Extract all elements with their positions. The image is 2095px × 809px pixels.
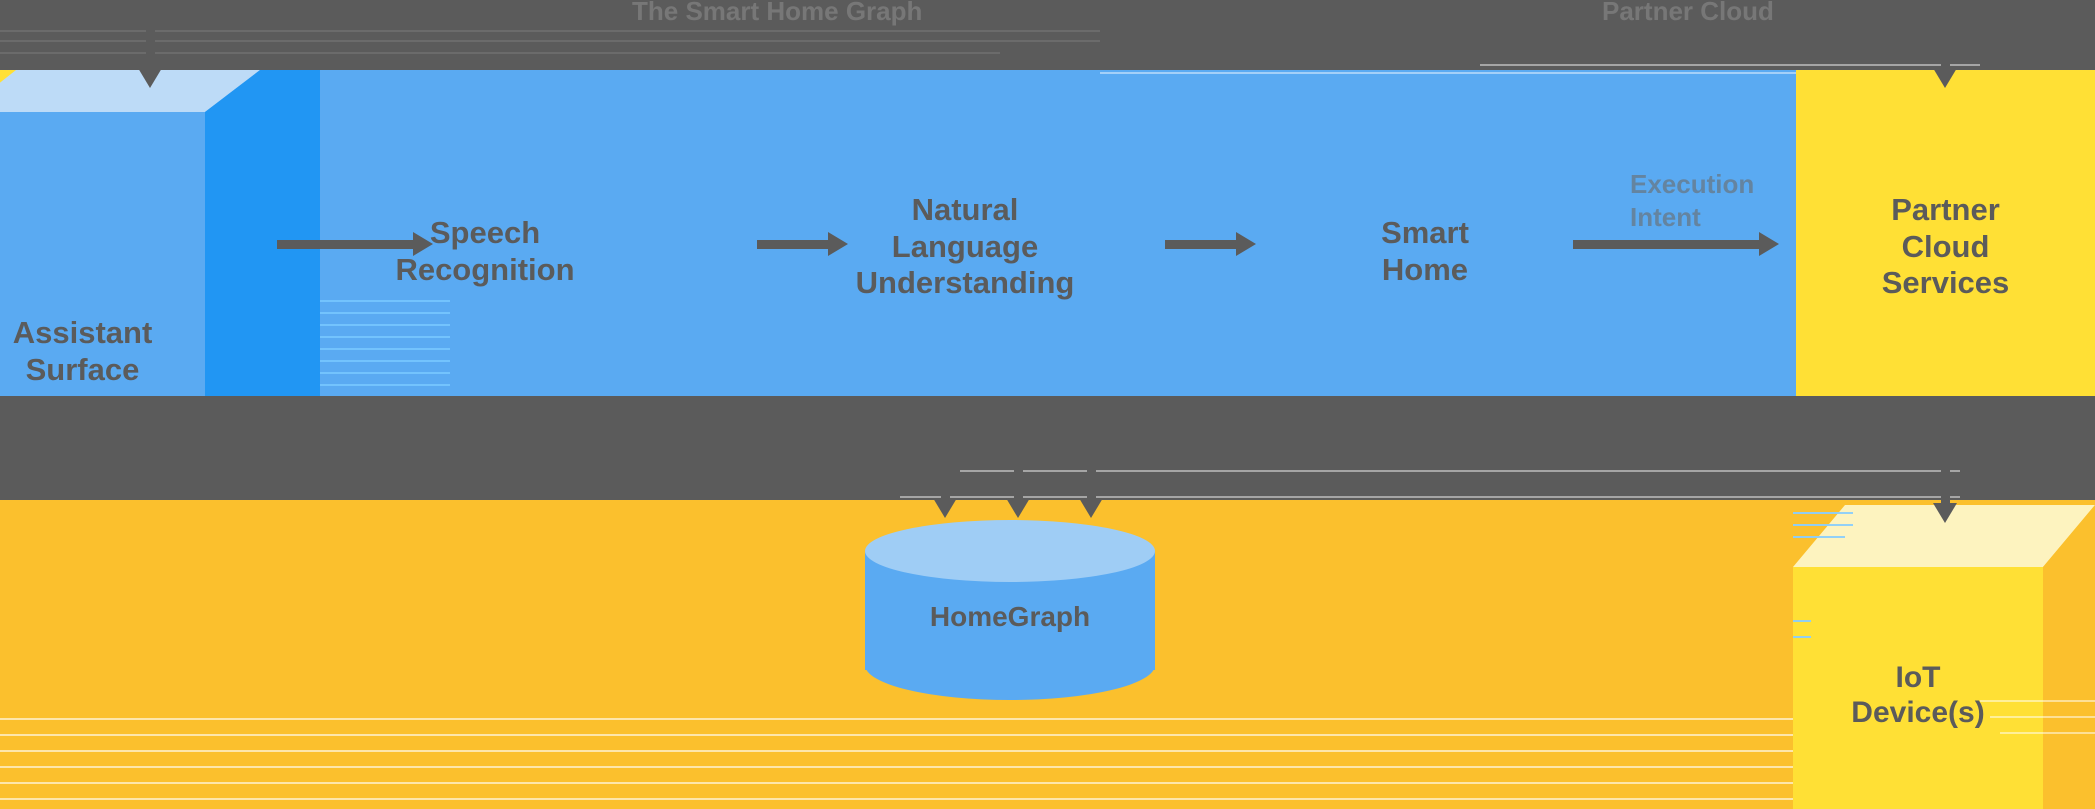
node-iot-device[interactable]: IoT Device(s): [1793, 505, 2095, 809]
node-homegraph[interactable]: [865, 520, 1155, 700]
node-assistant-surface[interactable]: Assistant Surface: [0, 70, 420, 396]
arrow-nlu-to-smart-home: [1165, 232, 1256, 256]
partner-cloud-services-label: Partner Cloud Services: [1881, 192, 2010, 301]
arrow-smart-home-to-partner: [1573, 232, 1779, 256]
band-mid-gray: [0, 396, 2095, 500]
arrow-into-iot-device: [1933, 396, 1957, 523]
node-partner-cloud-services[interactable]: Partner Cloud Services: [1796, 70, 2095, 396]
iot-device-front-face: [1793, 567, 2043, 809]
arrow-into-assistant-surface: [138, 0, 162, 88]
arrow-assistant-to-speech: [277, 232, 433, 256]
assistant-surface-front-face: [0, 112, 205, 396]
homegraph-top-ellipse: [865, 520, 1155, 582]
band-google-cloud: [0, 70, 2095, 396]
connector-homegraph-to-iot: [1090, 484, 1950, 491]
arrow-speech-to-nlu: [757, 232, 848, 256]
arrow-into-homegraph-2: [1006, 396, 1030, 518]
assistant-surface-side-face: [205, 70, 320, 396]
band-top-gray: [0, 0, 2095, 70]
arrow-into-homegraph-1: [933, 396, 957, 518]
arrow-into-homegraph-3: [1079, 396, 1103, 518]
arrow-into-partner-cloud: [1933, 0, 1957, 88]
